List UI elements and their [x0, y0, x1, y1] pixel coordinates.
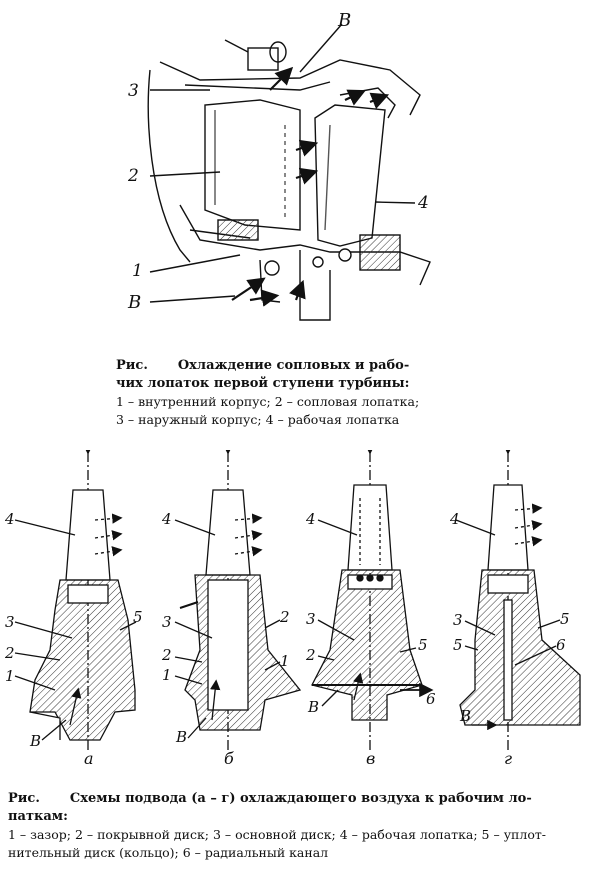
- scheme-b-label-b: В: [175, 728, 187, 746]
- scheme-b-label-4: 4: [161, 510, 172, 528]
- scheme-a-label-3: 3: [5, 613, 15, 631]
- scheme-a-label-5: 5: [133, 608, 143, 626]
- scheme-b-label-1: 1: [162, 666, 172, 684]
- scheme-a: 4 3 2 1 В 5 а: [4, 450, 143, 768]
- label-b-top: В: [337, 10, 351, 31]
- scheme-b-label-3: 3: [162, 613, 172, 631]
- scheme-v-label-5: 5: [418, 636, 428, 654]
- label-3: 3: [128, 81, 139, 101]
- scheme-b-label-2: 2: [161, 646, 172, 664]
- scheme-a-label-b: В: [29, 732, 41, 750]
- scheme-b: 4 3 2 1 В 2 1 б: [161, 450, 302, 768]
- scheme-b-label-2-right: 2: [279, 608, 290, 626]
- figure1-caption: Рис.Охлаждение сопловых и рабо- чих лопа…: [116, 358, 420, 427]
- scheme-v-label-3: 3: [306, 610, 316, 628]
- scheme-g: 4 3 5 5 6 В г: [449, 450, 581, 768]
- scheme-a-label-4: 4: [4, 510, 15, 528]
- scheme-v-label-4: 4: [305, 510, 316, 528]
- scheme-g-label-5-right: 5: [560, 610, 570, 628]
- scheme-g-label-6: 6: [556, 636, 566, 654]
- scheme-g-label-5-left: 5: [453, 636, 463, 654]
- scheme-v-label-6: 6: [426, 690, 436, 708]
- scheme-v: 4 3 2 5 В 6 в: [305, 450, 436, 768]
- scheme-b-letter: б: [224, 749, 234, 768]
- scheme-v-label-b: В: [307, 698, 319, 716]
- label-b-bottom: В: [127, 292, 141, 313]
- scheme-a-label-2: 2: [4, 644, 15, 662]
- scheme-g-label-b: В: [459, 707, 471, 725]
- turbine-cooling-illustration: В 3 2 4 1 В: [127, 10, 431, 321]
- label-2: 2: [127, 166, 139, 186]
- figure2-caption: Рис.Схемы подвода (а – г) охлаждающего в…: [8, 791, 546, 860]
- cooling-schemes-illustration: 4 3 2 1 В 5 а 4 3 2 1 В: [4, 450, 581, 768]
- scheme-a-label-1: 1: [5, 667, 15, 685]
- label-1: 1: [132, 261, 143, 281]
- scheme-b-label-1-right: 1: [280, 652, 290, 670]
- scheme-v-letter: в: [366, 749, 375, 768]
- scheme-v-label-2: 2: [305, 646, 316, 664]
- scheme-a-letter: а: [84, 749, 94, 768]
- scheme-g-letter: г: [504, 749, 512, 768]
- scheme-g-label-3: 3: [453, 611, 463, 629]
- label-4: 4: [417, 193, 429, 213]
- scheme-g-label-4: 4: [449, 510, 460, 528]
